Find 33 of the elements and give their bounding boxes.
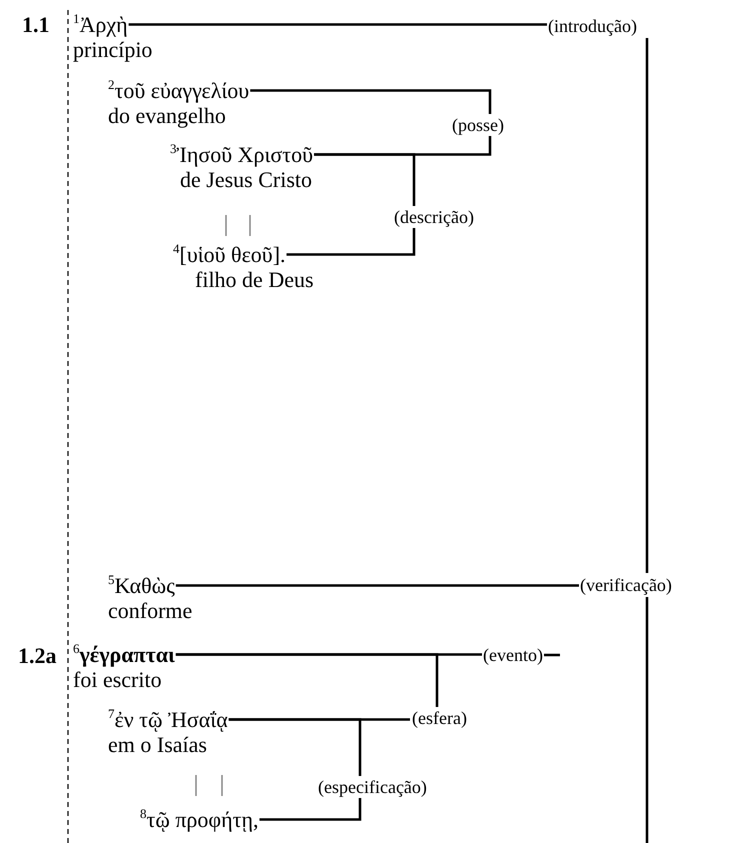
connector-line	[176, 584, 579, 587]
greek-phrase: $^{7}$ἐν τῷ Ἠσαΐᾳ	[108, 707, 228, 732]
translation-text: de Jesus Cristo	[179, 167, 312, 192]
edge-label: (esfera)	[410, 707, 469, 729]
translation-text: em o Isaías	[108, 732, 207, 757]
edge-label: (descrição)	[392, 206, 476, 228]
translation-text: foi escrito	[73, 667, 162, 692]
connector-line	[228, 718, 362, 821]
translation-text: princípio	[73, 37, 152, 62]
greek-phrase: $^{5}$Καθὼς	[108, 573, 175, 598]
greek-phrase: $^{2}$τοῦ εὐαγγελίου	[108, 78, 250, 103]
connector-line	[646, 597, 648, 843]
verse-number: 1.1	[22, 12, 50, 38]
connector-line	[544, 654, 560, 656]
translation-text: do evangelho	[108, 103, 226, 128]
relation-label: (evento)	[483, 643, 543, 667]
relation-label: (verificação)	[580, 573, 672, 597]
connector-line	[176, 653, 438, 721]
relation-label: (introdução)	[548, 14, 637, 38]
greek-phrase: $^{6}$γέγραπται	[73, 642, 175, 667]
greek-phrase: $^{3}$Ἰησοῦ Χριστοῦ	[170, 142, 313, 167]
translation-text: conforme	[108, 598, 192, 623]
connector-line	[128, 23, 547, 26]
connector-line	[286, 153, 416, 256]
edge-label: (especificação)	[316, 776, 429, 798]
greek-phrase: $^{4}$[υἱοῦ θεοῦ].	[173, 242, 286, 267]
edge-label: (posse)	[450, 114, 506, 136]
connector-line	[646, 38, 648, 573]
translation-text: filho de Deus	[194, 267, 314, 292]
greek-phrase: $^{1}$Ἀρχὴ	[73, 12, 128, 37]
connector-line	[250, 89, 492, 156]
verse-number: 1.2a	[18, 643, 56, 669]
greek-phrase: $^{8}$τῷ προφήτῃ,	[140, 807, 258, 832]
